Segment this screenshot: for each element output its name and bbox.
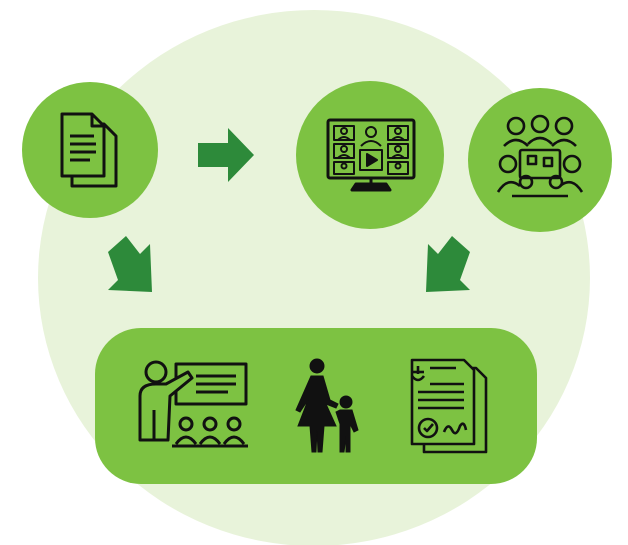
document-stack-icon bbox=[60, 112, 118, 188]
parent-child-icon bbox=[295, 358, 359, 453]
arrow-documents-to-outcomes bbox=[108, 236, 152, 292]
arrow-online-session-to-outcomes bbox=[426, 236, 470, 292]
arrow-documents-to-online-session bbox=[198, 128, 254, 182]
meeting-group-icon bbox=[496, 114, 584, 198]
online-session-node bbox=[296, 81, 444, 229]
documents-node bbox=[22, 82, 158, 218]
legal-certificate-icon bbox=[410, 358, 488, 454]
teacher-presentation-icon bbox=[138, 360, 248, 448]
video-conference-icon bbox=[326, 118, 416, 192]
outcome-panel bbox=[95, 328, 537, 484]
group-meeting-node bbox=[468, 88, 612, 232]
